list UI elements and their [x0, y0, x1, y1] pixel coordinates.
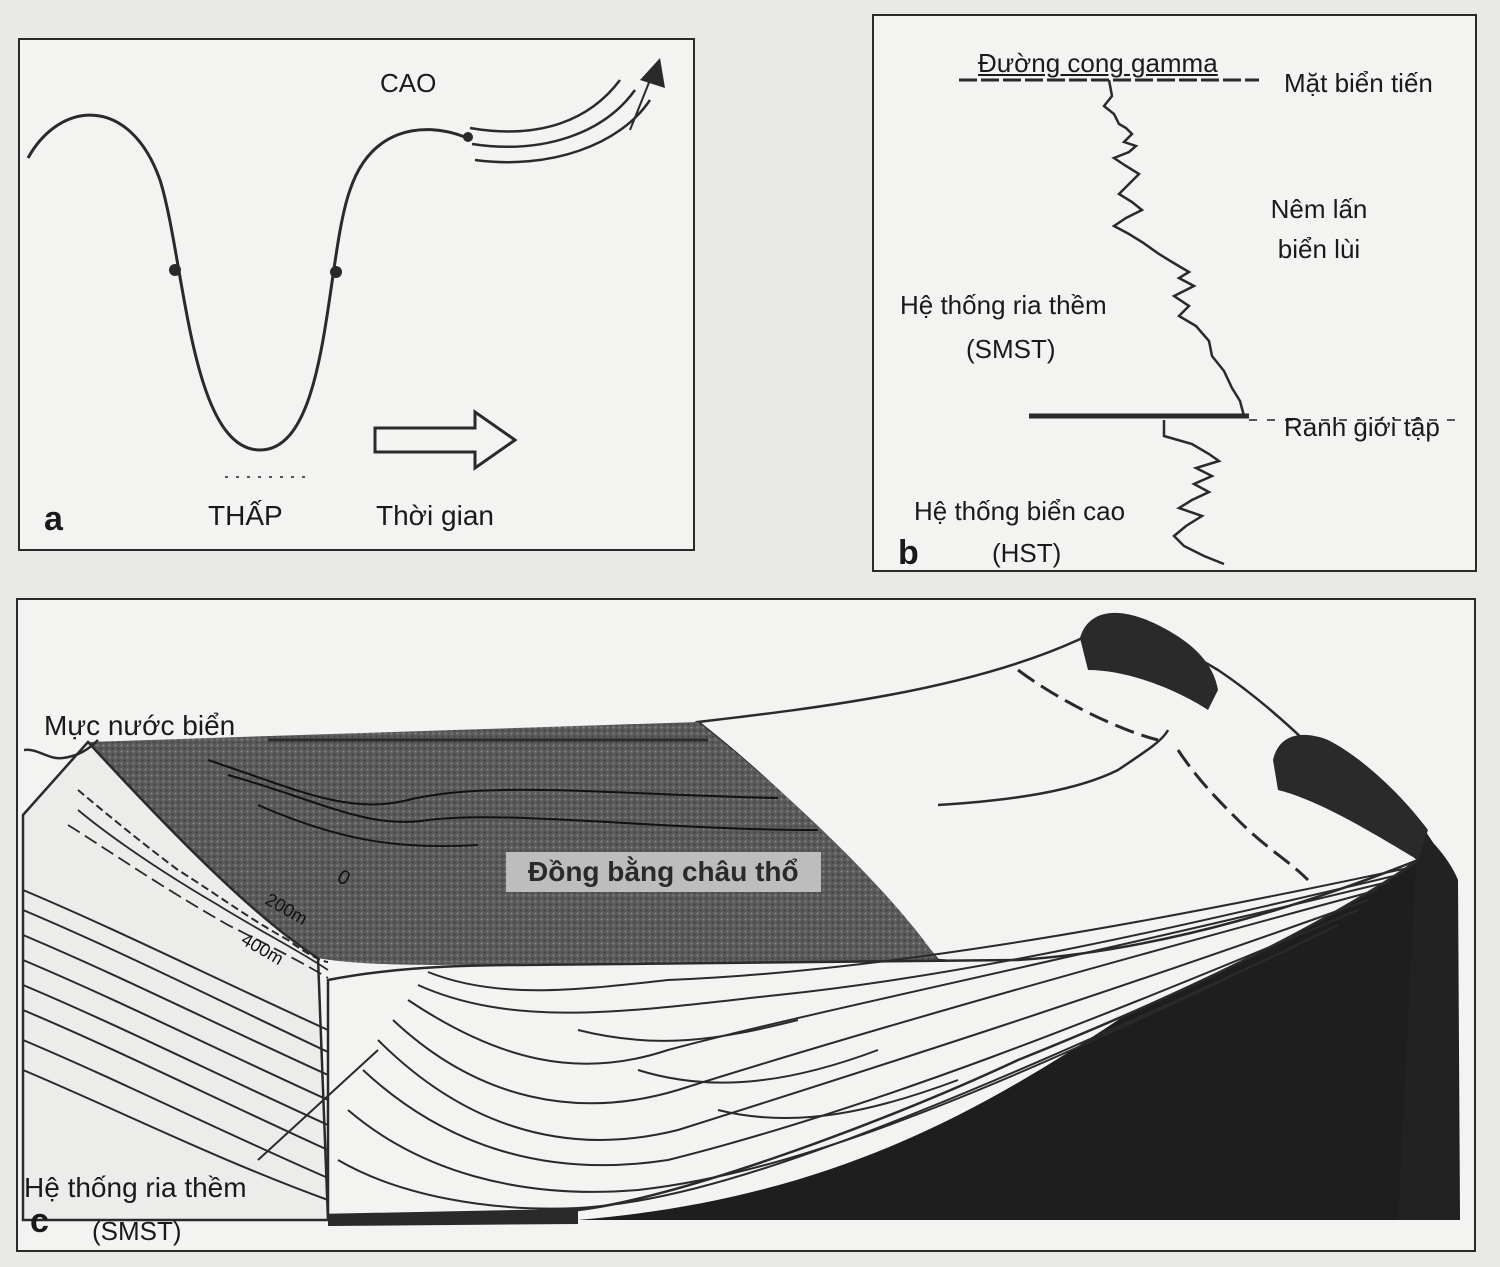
hst-label-line1: Hệ thống biển cao [914, 496, 1126, 526]
panel-a-sea-level-curve: CAO THẤP Thời gian a [18, 38, 695, 551]
gamma-curve-lower [1162, 420, 1225, 566]
wedge-label-line1: Nêm lấn [1270, 194, 1368, 224]
ridge-cap-right [1273, 734, 1428, 860]
sea-level-curve [26, 113, 466, 452]
panel-c-block-diagram: Mực nước biển Đồng bằng châu thổ 0 200m … [16, 598, 1476, 1252]
panel-b-gamma-log: Đường cong gamma Mặt biển tiến Nêm lấn b… [872, 14, 1477, 572]
transgressive-surface-label: Mặt biển tiến [1284, 68, 1433, 98]
smst-label-line1: Hệ thống ria thềm [900, 290, 1107, 320]
inflection-point-rising [330, 266, 342, 278]
sequence-boundary-label: Ranh giới tập [1284, 412, 1440, 442]
left-block-strata [22, 889, 329, 1201]
smst-label-c-line1: Hệ thống ria thềm [24, 1172, 247, 1203]
high-label: CAO [380, 68, 437, 98]
gamma-curve-label: Đường cong gamma [978, 48, 1218, 78]
sea-level-label: Mực nước biển [44, 710, 236, 741]
cross-section-face [326, 858, 1419, 1217]
panel-letter-b: b [898, 534, 919, 572]
time-label: Thời gian [376, 500, 494, 531]
smst-label-line2: (SMST) [966, 334, 1056, 364]
ridge-cap-top [1080, 612, 1218, 710]
clinoform-lines [337, 867, 1409, 1210]
wedge-label-line2: biển lùi [1277, 234, 1361, 264]
panel-letter-a: a [44, 500, 63, 538]
hst-label-line2: (HST) [992, 538, 1062, 568]
low-label: THẤP [208, 500, 283, 531]
inflection-point-falling [169, 264, 181, 276]
delta-plain-surface [88, 722, 938, 965]
sea-level-curve-graphic [26, 58, 665, 478]
panel-letter-c: c [30, 1202, 49, 1240]
smst-label-c-line2: (SMST) [92, 1216, 182, 1246]
time-arrow-icon [373, 409, 518, 471]
curve-end-point [463, 132, 473, 142]
gamma-curve-upper [1102, 79, 1246, 417]
basement-dark-area [328, 820, 1460, 1220]
delta-plain-label: Đồng bằng châu thổ [506, 852, 821, 892]
gamma-log-graphic [959, 78, 1464, 566]
block-diagram-graphic [21, 612, 1460, 1226]
